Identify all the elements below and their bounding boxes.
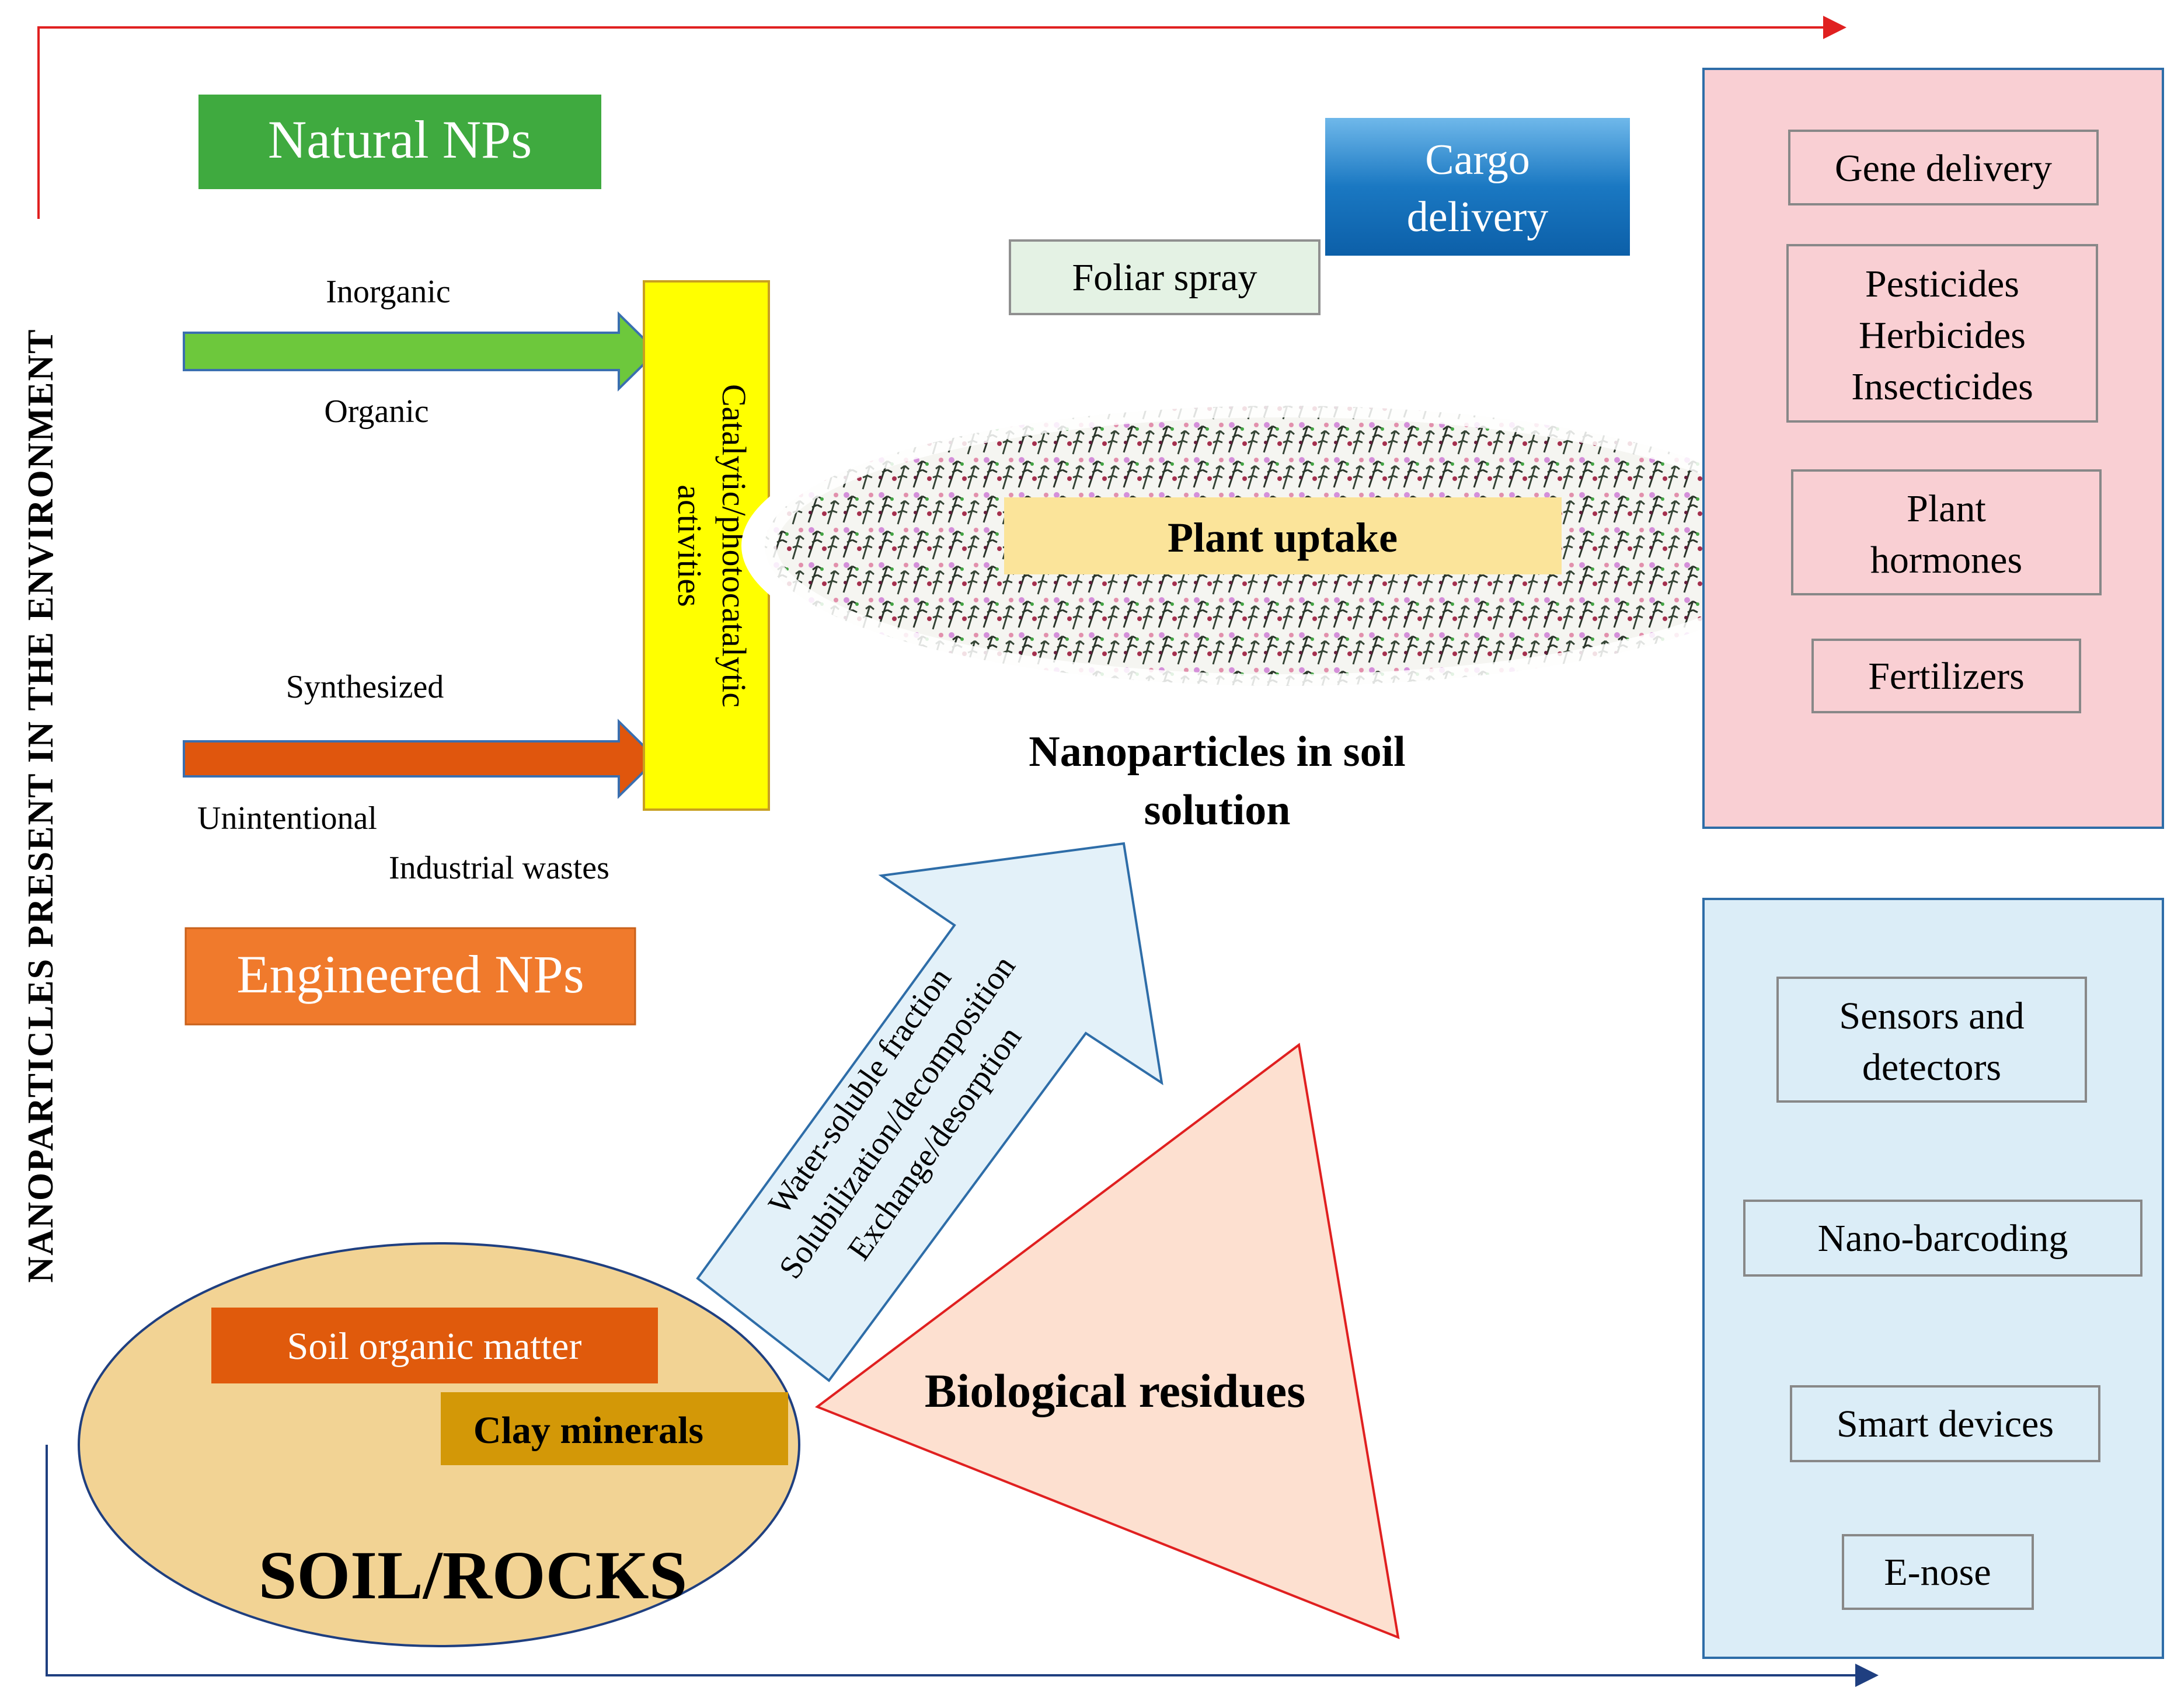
sensors-line1: Sensors and bbox=[1839, 995, 2024, 1037]
plant-hormones-box bbox=[1791, 469, 2102, 595]
cargo-line1: Cargo bbox=[1425, 136, 1530, 184]
cargo-line2: delivery bbox=[1407, 193, 1548, 241]
herbicides-label: Herbicides bbox=[1859, 314, 2026, 357]
nano-soil-line2: solution bbox=[1144, 786, 1291, 834]
plant-hormones-line1: Plant bbox=[1907, 487, 1986, 530]
sensors-line2: detectors bbox=[1862, 1046, 2001, 1089]
clay-minerals-box bbox=[441, 1392, 788, 1465]
side-title: NANOPARTICLES PRESENT IN THE ENVIRONMENT bbox=[21, 329, 61, 1283]
plant-hormones-line2: hormones bbox=[1870, 539, 2022, 581]
biological-residues-label: Biological residues bbox=[925, 1364, 1305, 1417]
sensors-box bbox=[1776, 977, 2087, 1103]
upward-process-arrow bbox=[696, 842, 1163, 1382]
smart-devices-box bbox=[1790, 1385, 2100, 1462]
inorganic-label: Inorganic bbox=[326, 274, 451, 310]
engineered-np-arrow bbox=[183, 719, 659, 799]
organic-label: Organic bbox=[324, 393, 428, 430]
nano-soil-line1: Nanoparticles in soil bbox=[1029, 728, 1405, 776]
e-nose-label: E-nose bbox=[1884, 1551, 1991, 1594]
synthesized-label: Synthesized bbox=[286, 669, 444, 705]
nano-barcoding-label: Nano-barcoding bbox=[1818, 1217, 2068, 1260]
foliar-spray-label: Foliar spray bbox=[1072, 256, 1257, 299]
e-nose-box bbox=[1842, 1534, 2034, 1610]
natural-np-arrow bbox=[183, 311, 659, 392]
bottom-frame-arrow bbox=[46, 1445, 1879, 1687]
pesticides-label: Pesticides bbox=[1865, 263, 2019, 305]
plant-uptake-box bbox=[1004, 497, 1562, 574]
soil-organic-matter-label: Soil organic matter bbox=[287, 1325, 582, 1368]
engineered-nps-label: Engineered NPs bbox=[236, 944, 584, 1004]
pesticides-box bbox=[1786, 244, 2098, 423]
gene-delivery-box bbox=[1788, 130, 2099, 205]
catalytic-line2: activities bbox=[671, 484, 709, 606]
natural-nps-label: Natural NPs bbox=[268, 110, 532, 169]
fertilizers-label: Fertilizers bbox=[1868, 655, 2025, 698]
natural-nps-box bbox=[198, 95, 601, 189]
insecticides-label: Insecticides bbox=[1851, 365, 2033, 408]
soil-organic-matter-box bbox=[211, 1308, 658, 1383]
engineered-nps-box bbox=[184, 927, 636, 1026]
biological-residues-triangle bbox=[814, 1043, 1400, 1640]
unintentional-label: Unintentional bbox=[197, 800, 377, 836]
smart-devices-label: Smart devices bbox=[1837, 1403, 2054, 1445]
foliar-spray-box bbox=[1009, 239, 1321, 315]
gene-delivery-label: Gene delivery bbox=[1835, 147, 2052, 190]
cargo-delivery-box bbox=[1325, 118, 1630, 256]
industrial-wastes-label: Industrial wastes bbox=[389, 850, 609, 886]
soil-rocks-label: SOIL/ROCKS bbox=[259, 1537, 687, 1613]
clay-minerals-label: Clay minerals bbox=[473, 1409, 703, 1452]
nano-barcoding-box bbox=[1743, 1200, 2142, 1277]
fertilizers-box bbox=[1811, 639, 2081, 713]
plant-uptake-label: Plant uptake bbox=[1168, 514, 1398, 561]
top-frame-arrow bbox=[37, 16, 1846, 219]
